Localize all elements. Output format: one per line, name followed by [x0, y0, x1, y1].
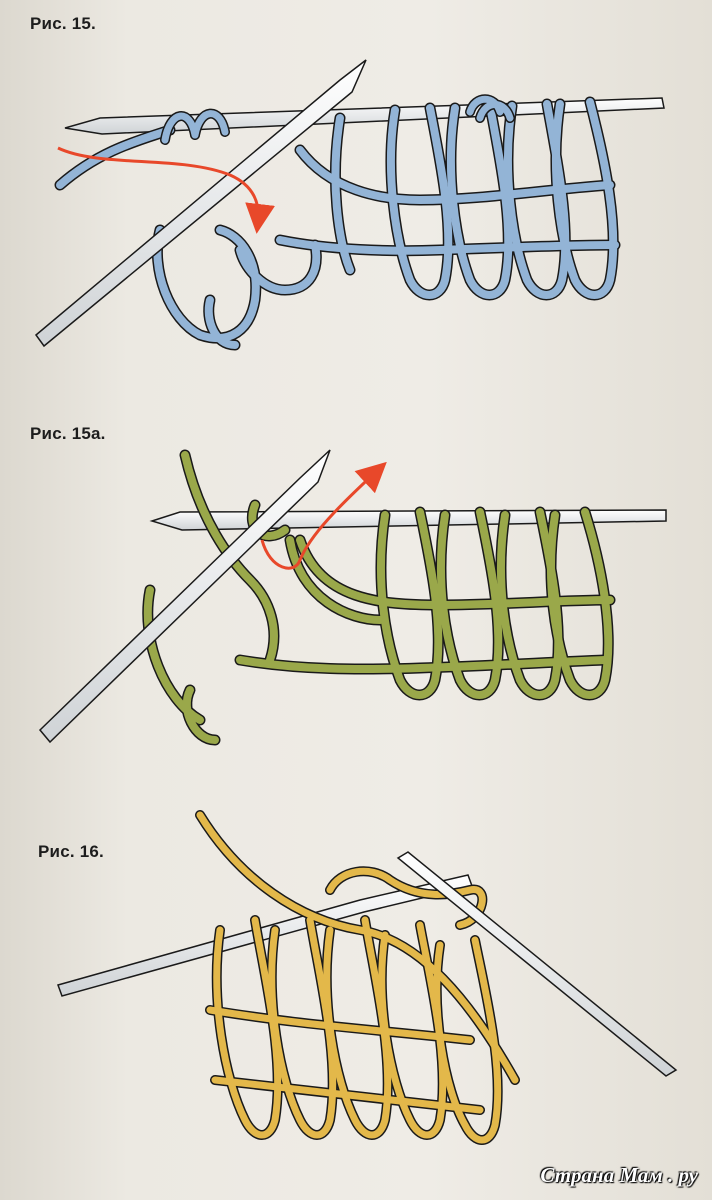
arrow-icon — [57, 146, 275, 234]
needle-diagonal — [38, 449, 331, 744]
figure-15-label: Рис. 15. — [30, 14, 96, 33]
figure-15a — [38, 449, 667, 746]
yarn-loops — [195, 810, 520, 1145]
needle-diagonal — [34, 59, 367, 348]
yarn-loops — [54, 94, 621, 351]
figure-16 — [57, 810, 678, 1145]
watermark: Страна Мам . ру — [540, 1163, 698, 1187]
figure-15a-label: Рис. 15а. — [30, 424, 106, 443]
arrow-icon — [260, 461, 387, 570]
needle-horizontal — [64, 97, 665, 135]
needle-right — [396, 851, 678, 1077]
figure-16-label: Рис. 16. — [38, 842, 104, 861]
yarn-loops — [142, 449, 616, 746]
figure-15 — [34, 59, 665, 351]
